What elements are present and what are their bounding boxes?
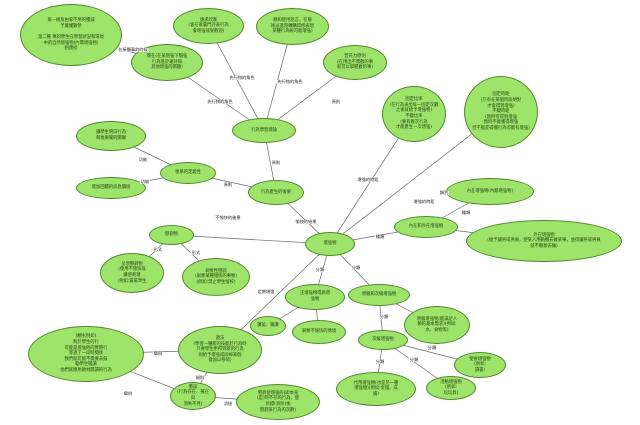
node-behavior-result[interactable]: 行為產生的後果: [248, 180, 304, 205]
edge-label-16: 形式: [152, 246, 164, 253]
edge-label-14: 不愉快的後果: [214, 214, 242, 221]
node-punisher[interactable]: 懲罰物: [149, 225, 194, 245]
edge-label-11: 種類: [374, 233, 386, 240]
edge-label-0: 在接觸事的時候: [117, 46, 149, 53]
edge-label-21: 分類: [378, 313, 390, 320]
edge-label-2: 先行物的角色: [276, 78, 304, 85]
node-primary-secondary[interactable]: 原級和次級增強物: [348, 284, 410, 306]
edge-label-3: 先行物的角色: [206, 98, 234, 105]
edge-label-23: 分類: [408, 356, 420, 363]
node-inner-outer-reinforcer[interactable]: 內在和外在增強物: [394, 216, 458, 238]
edge-label-24: 分類: [374, 358, 386, 365]
node-fixed-interval[interactable]: 固定時距 (只有在某個時段絕對 才會得到增強) 不變時距 (無時可得到增強 無時…: [464, 76, 538, 148]
node-removal-punishment[interactable]: 剝奪性懲罰 (剝奪某種愉快的事物) (例如:禁止學生留校): [182, 258, 250, 296]
node-primary-reinforcer[interactable]: 原級增強物(能滿足人 類的基本需求)(例如: 水、食物等): [404, 306, 470, 344]
node-addition-1[interactable]: 讓學生明白行為 和後果關的關聯: [76, 121, 146, 151]
edge-label-18: 定期增強: [256, 288, 276, 295]
node-example[interactable]: 請例(例如) 對於學生的行 可能是增強他的實際行 等過了一段時間後 我們就可能不…: [28, 326, 144, 382]
node-addition-2[interactable]: 增加回饋的訊息價值: [76, 177, 146, 199]
node-punishment-reinforce[interactable]: 懲罰使增強的(即本身 (是)時不存的行為，使 目標(消除)後 懲罰某行為的次數): [236, 384, 320, 420]
node-behavior-theory[interactable]: 行為學習理論: [232, 118, 296, 143]
edge-label-4: 原則: [330, 98, 342, 105]
node-consequence-def[interactable]: 後果的定義性: [160, 162, 216, 184]
node-reinforcer[interactable]: 增強物: [305, 232, 355, 256]
edge-label-10: 增強的時距: [412, 198, 436, 205]
node-praise[interactable]: 讚美、稱讚: [250, 316, 286, 336]
edge-label-1: 先行物的角色: [228, 74, 256, 81]
edge-label-28: 消極: [222, 400, 234, 407]
node-premack-principle[interactable]: 普氏力原則 (在用出不需歡的事 就可以掌握歡的事): [323, 45, 387, 80]
connector-line: [171, 234, 331, 245]
node-feedback-2[interactable]: 順和使用語言，在競 術派進而轉購得修表現 某種行為較可能增強): [256, 8, 329, 45]
edge-label-15: 愉快的結果: [294, 218, 318, 225]
node-feedback-1[interactable]: 請求欣賞 (會在家裏門外表行為 會增強或受歡迎): [173, 8, 244, 44]
node-intrinsic-reinforcer[interactable]: 內在增強物(內驅增強物): [446, 178, 534, 205]
node-presentation-punishment[interactable]: 呈現懲罰物 (使用不愉快或 嫌惡刺激 (例如:責罵學生: [100, 253, 164, 293]
edge-label-5: 原則: [270, 159, 282, 166]
edge-label-20: 分類: [350, 264, 362, 271]
node-edible-reinforcer[interactable]: 使食增強物 (例如: 讀書): [454, 352, 506, 378]
node-shaping[interactable]: 避法 (學習一種新的技能於行為時 只要學生更得到新的行為 則給予增強或除掉某個 …: [178, 326, 262, 374]
edge-label-25: 舉例: [152, 350, 164, 357]
edge-label-19: 分類: [314, 266, 326, 273]
edge-label-13: 種類: [460, 209, 472, 216]
edge-label-22: 分類: [426, 344, 438, 351]
node-extinction[interactable]: 懲誤 (行為存在、蒐在與 消失不見): [170, 382, 216, 410]
node-extrinsic-reinforcer[interactable]: 外在增強物 (給予讓男或男員，使某人用動機去做某事，並得讓男或男員 就不願意去做…: [466, 220, 622, 262]
edge-label-9: 增強的時距: [356, 176, 380, 183]
node-remove-unpleasant[interactable]: 剝奪不愉快的情境: [292, 320, 346, 344]
edge-label-17: 形式: [190, 249, 202, 256]
node-activity-reinforcer[interactable]: 活動增強物 (例如: 玩玩具): [426, 376, 476, 400]
edge-label-12: 類別: [438, 189, 450, 196]
edge-label-26: 規則: [194, 374, 206, 381]
node-hint[interactable]: 第一條及由掌不用的積減 予賞權數參 第二種 萬的學生在學習狀況和環境 中的自然增…: [20, 4, 122, 66]
node-positive-reinforcer[interactable]: 正增強物得具增 強物: [285, 284, 345, 310]
node-secondary-reinforcer[interactable]: 次級增強物: [358, 330, 408, 350]
node-fixed-ratio[interactable]: 固定比率 (在行為表出每一固定次數 之後就給予增強物) 不變比率 (要有幾次行為…: [382, 86, 446, 142]
edge-label-6: 功能: [137, 156, 149, 163]
edge-label-8: 原則: [222, 181, 234, 188]
node-token-reinforcer[interactable]: 代幣增強物(也是另一種 增強物)(例如:金錢、成 績): [336, 372, 416, 406]
edge-label-7: 功能: [139, 178, 151, 185]
edge-label-27: 舉例: [122, 390, 134, 397]
